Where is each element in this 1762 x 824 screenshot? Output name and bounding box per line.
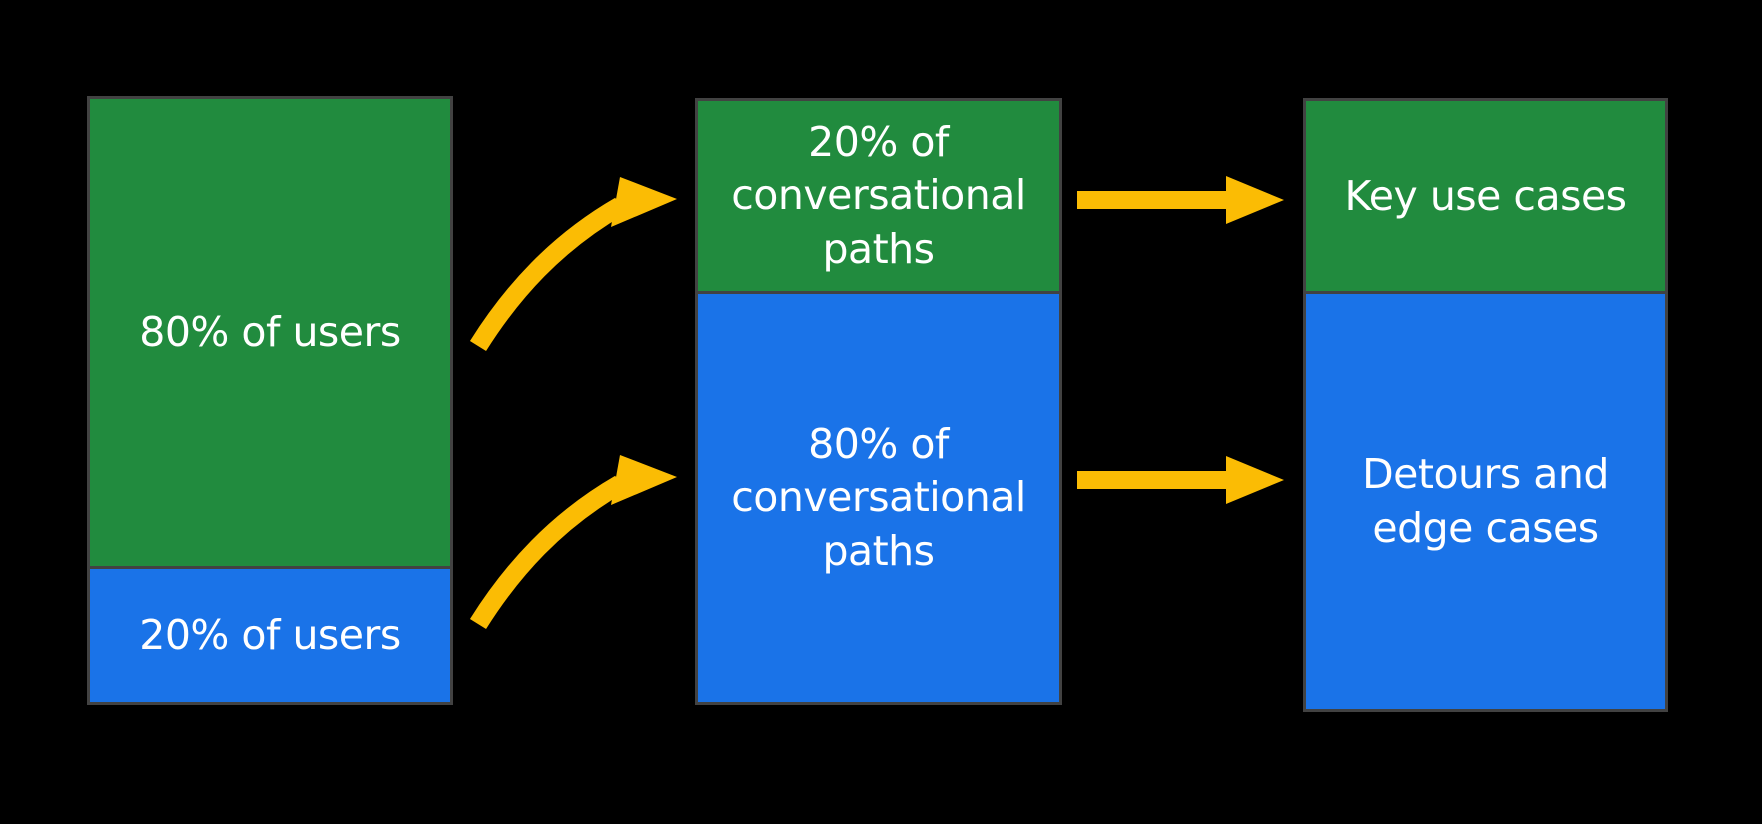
outcomes-green-segment: Key use cases xyxy=(1306,101,1665,292)
curved-arrow-users-to-paths-top-icon xyxy=(469,177,677,352)
paths-green-label: 20% of conversational paths xyxy=(731,118,1026,273)
straight-arrow-paths-to-outcomes-bottom-icon xyxy=(1077,456,1284,504)
straight-arrow-paths-to-outcomes-top-icon xyxy=(1077,176,1284,224)
outcomes-blue-label: Detours and edge cases xyxy=(1362,450,1609,552)
outcomes-green-label: Key use cases xyxy=(1344,171,1627,220)
curved-arrow-users-to-paths-bottom-icon xyxy=(469,455,677,630)
conversational-paths-bar: 20% of conversational paths 80% of conve… xyxy=(695,98,1062,705)
users-green-label: 80% of users xyxy=(139,307,401,356)
users-green-segment: 80% of users xyxy=(90,99,450,566)
paths-green-segment: 20% of conversational paths xyxy=(698,101,1059,291)
outcomes-blue-segment: Detours and edge cases xyxy=(1306,291,1665,709)
outcomes-bar: Key use cases Detours and edge cases xyxy=(1303,98,1668,712)
users-blue-label: 20% of users xyxy=(139,610,401,659)
users-bar: 80% of users 20% of users xyxy=(87,96,453,705)
paths-blue-segment: 80% of conversational paths xyxy=(698,290,1059,702)
paths-blue-label: 80% of conversational paths xyxy=(731,420,1026,575)
users-blue-segment: 20% of users xyxy=(90,565,450,702)
